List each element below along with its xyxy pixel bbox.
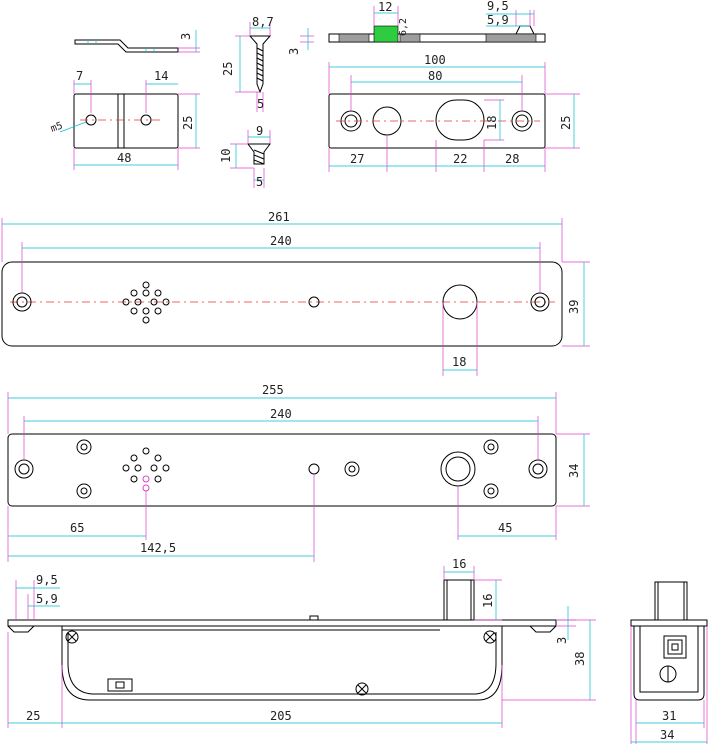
dim-95: 9,5	[487, 0, 509, 13]
dim-1425: 142,5	[140, 541, 176, 555]
dim-39: 39	[567, 300, 581, 314]
dim-3-side: 3	[555, 637, 569, 644]
dim-62: 6,2	[398, 18, 409, 36]
dim-34-plate: 34	[567, 464, 581, 478]
dim-screw-shank-5b: 5	[256, 175, 263, 189]
dim-255: 255	[262, 383, 284, 397]
dim-38: 38	[573, 652, 587, 666]
bracket-side-profile: 3	[74, 30, 200, 53]
dim-100: 100	[424, 53, 446, 67]
vent-hole-pattern	[122, 281, 170, 324]
dim-28: 28	[505, 152, 519, 166]
dim-screw-head-87: 8,7	[252, 15, 274, 29]
faceplate-a: 261 240 39 18	[1, 210, 590, 376]
dim-screw-shank-5: 5	[257, 97, 264, 111]
dim-12: 12	[378, 0, 392, 14]
dim-59-side: 5,9	[36, 592, 58, 606]
dim-thickness-3: 3	[179, 33, 193, 40]
dim-screw-head-9: 9	[256, 124, 263, 138]
dim-25-side: 25	[26, 709, 40, 723]
dim-18-plate: 18	[452, 355, 466, 369]
screw-long: 8,7 25 5	[221, 15, 274, 112]
label-hole-m5: m5	[49, 120, 64, 134]
thickness-3-mark: 3	[287, 28, 314, 55]
screw-short: 9 10 5	[219, 124, 271, 189]
dim-thickness-3b: 3	[287, 48, 301, 55]
dim-25-strike: 25	[559, 116, 573, 130]
dim-65: 65	[70, 521, 84, 535]
dim-240-a: 240	[270, 234, 292, 248]
faceplate-b: 255 240 34 65 142,5 45	[7, 383, 590, 562]
dim-45: 45	[498, 521, 512, 535]
strike-plan-view: 100 80 18 25 27 22 28	[328, 53, 580, 172]
lock-body-side-view: 9,5 5,9 16 16 3 38 25 205	[7, 557, 596, 728]
dim-16-height: 16	[481, 594, 495, 608]
dim-22: 22	[453, 152, 467, 166]
dim-205: 205	[270, 709, 292, 723]
dim-59: 5,9	[487, 13, 509, 27]
dim-height-25: 25	[181, 116, 195, 130]
dim-screw-length-10: 10	[219, 149, 233, 163]
vent-hole-pattern-b	[122, 447, 170, 492]
dim-31: 31	[662, 709, 676, 723]
dim-27: 27	[350, 152, 364, 166]
strike-section: 12 6,2 9,5 5,9	[328, 0, 546, 43]
dim-18-slot: 18	[485, 116, 499, 130]
highlight-block	[373, 25, 399, 43]
dim-80: 80	[428, 69, 442, 83]
dim-16-width: 16	[452, 557, 466, 571]
lock-end-view: 31 34	[630, 581, 708, 744]
dim-261: 261	[268, 210, 290, 224]
dim-34-end: 34	[660, 728, 674, 742]
bracket-plan-view: 7 14 m5 25 48	[49, 69, 200, 170]
dim-95-side: 9,5	[36, 573, 58, 587]
dim-width-14: 14	[154, 69, 168, 83]
dim-screw-length-25: 25	[221, 62, 235, 76]
dim-240-b: 240	[270, 407, 292, 421]
dim-width-48: 48	[117, 151, 131, 165]
dim-width-7: 7	[76, 69, 83, 83]
